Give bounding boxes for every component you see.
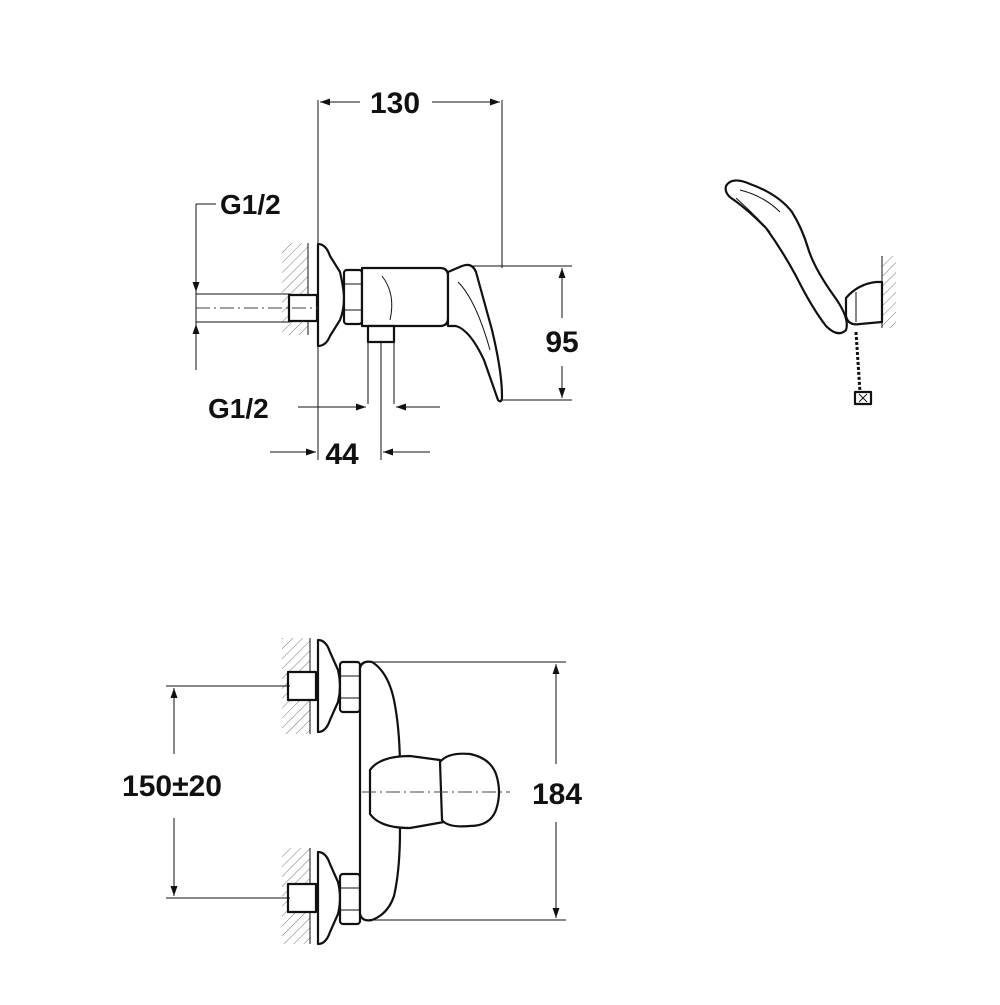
front-view: 150±20 184 <box>122 638 582 946</box>
dim-g12-bottom-label: G1/2 <box>208 393 269 424</box>
hand-shower-view <box>724 179 896 406</box>
side-mixer-body <box>360 266 450 328</box>
dim-44-label: 44 <box>325 438 359 471</box>
shower-holder <box>844 280 884 326</box>
front-escutcheon-top <box>316 638 342 734</box>
side-view: 130 G1/2 95 G1/2 44 <box>192 87 579 471</box>
side-nut <box>342 268 364 326</box>
side-escutcheon <box>316 242 346 348</box>
front-escutcheon-bottom <box>316 850 342 946</box>
dim-95-label: 95 <box>545 326 578 359</box>
side-lever-handle <box>446 263 504 403</box>
front-nut-top <box>338 660 362 714</box>
shower-wall-hatch <box>882 256 896 328</box>
dim-g12-top-label: G1/2 <box>220 189 281 220</box>
shower-hose <box>854 331 862 393</box>
front-inlet-pipe-bottom <box>286 882 318 914</box>
front-inlet-pipe-top <box>286 670 318 702</box>
side-outlet-stub <box>366 324 396 344</box>
dim-184-label: 184 <box>532 778 582 811</box>
front-nut-bottom <box>338 872 362 926</box>
dim-150-label: 150±20 <box>122 770 222 803</box>
dim-130-label: 130 <box>370 87 420 120</box>
hand-shower-head <box>724 179 848 335</box>
front-handle-cap <box>438 752 501 828</box>
